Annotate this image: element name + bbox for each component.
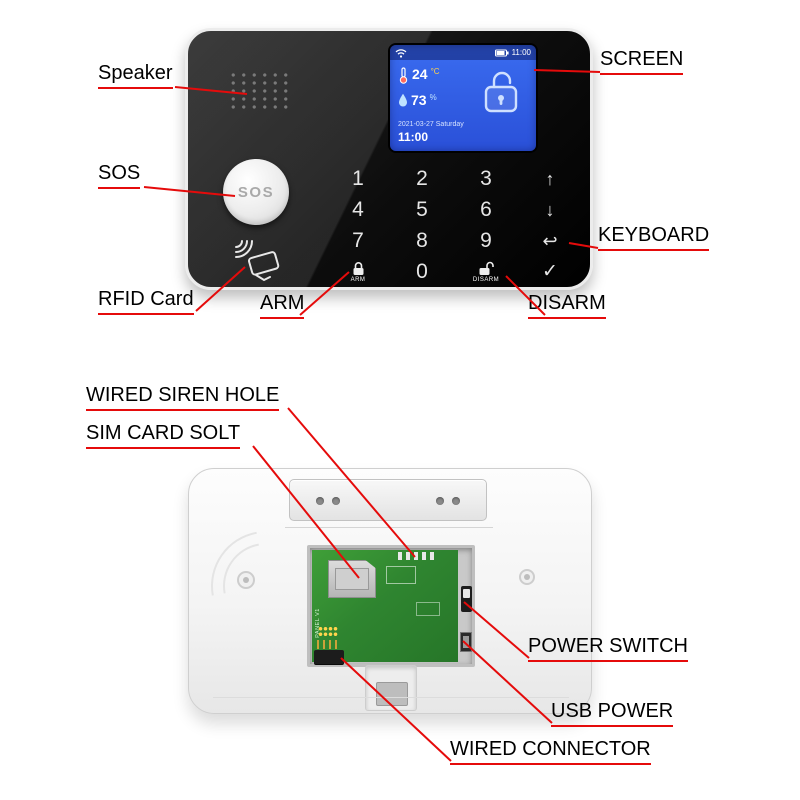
temperature-readout: 24 °C xyxy=(398,67,440,84)
keypad-key-1[interactable]: 1 xyxy=(352,167,364,190)
label-keyboard: KEYBOARD xyxy=(598,224,710,251)
keypad-key-5[interactable]: 5 xyxy=(416,198,428,221)
keypad-key-7[interactable]: 7 xyxy=(352,229,364,252)
screen-clock: 11:00 xyxy=(398,130,429,144)
power-switch[interactable] xyxy=(461,586,472,612)
label-wired-connector: WIRED CONNECTOR xyxy=(450,738,651,765)
humidity-value: 73 xyxy=(411,92,427,108)
cable-notch xyxy=(365,665,417,711)
bracket-hole xyxy=(452,497,460,505)
keypad-key-6[interactable]: 6 xyxy=(480,198,492,221)
screen-date: 2021-03-27 Saturday xyxy=(398,121,464,128)
label-sim-card-slot: SIM CARD SOLT xyxy=(86,422,241,449)
label-sos: SOS xyxy=(98,162,141,189)
battery-icon xyxy=(494,49,509,56)
temperature-unit: °C xyxy=(430,67,440,76)
wired-connector xyxy=(314,640,350,664)
bracket-hole xyxy=(332,497,340,505)
keypad-key-down[interactable]: ↓ xyxy=(545,199,555,220)
humidity-drop-icon xyxy=(399,93,407,107)
lcd-screen: 11:00 24 °C 73 % xyxy=(390,45,536,151)
humidity-readout: 73 % xyxy=(398,93,437,107)
case-seam xyxy=(213,697,569,698)
disarm-key-label: DISARM xyxy=(472,276,500,283)
label-speaker: Speaker xyxy=(98,62,173,89)
alarm-panel-front: 11:00 24 °C 73 % xyxy=(185,28,593,290)
keypad-key-disarm[interactable]: DISARM xyxy=(473,261,499,283)
thermometer-icon xyxy=(399,67,408,84)
keypad-key-confirm[interactable]: ✓ xyxy=(542,261,558,282)
keypad-key-8[interactable]: 8 xyxy=(416,229,428,252)
label-arm: ARM xyxy=(260,292,305,319)
keypad-key-4[interactable]: 4 xyxy=(352,198,364,221)
keypad-key-3[interactable]: 3 xyxy=(480,167,492,190)
lock-icon xyxy=(353,261,363,275)
case-seam xyxy=(285,527,493,528)
screw-post xyxy=(237,571,255,589)
arm-key-label: ARM xyxy=(350,276,366,283)
usb-power-port xyxy=(460,632,472,652)
rfid-reader-icon xyxy=(235,240,280,282)
bracket-hole xyxy=(316,497,324,505)
status-time: 11:00 xyxy=(511,48,531,57)
label-disarm: DISARM xyxy=(528,292,606,319)
speaker-grille xyxy=(228,71,290,111)
pcb-silkscreen xyxy=(386,566,416,584)
keypad-key-2[interactable]: 2 xyxy=(416,167,428,190)
temperature-value: 24 xyxy=(412,66,428,82)
keypad-key-9[interactable]: 9 xyxy=(480,229,492,252)
sim-card-slot xyxy=(328,560,376,598)
label-rfid-card: RFID Card xyxy=(98,288,194,315)
label-screen: SCREEN xyxy=(600,48,684,75)
sos-button-label: SOS xyxy=(237,183,275,201)
label-wired-siren-hole: WIRED SIREN HOLE xyxy=(86,384,280,411)
keypad-key-arm[interactable]: ARM xyxy=(351,261,366,283)
label-usb-power: USB POWER xyxy=(551,700,674,727)
pcb-silkscreen xyxy=(416,602,440,616)
screw-post xyxy=(519,569,535,585)
keypad-key-back[interactable]: ↩ xyxy=(542,230,558,251)
keypad-key-up[interactable]: ↑ xyxy=(545,168,555,189)
disarm-status-icon xyxy=(484,71,518,113)
pin-header xyxy=(318,626,338,637)
keypad-key-0[interactable]: 0 xyxy=(416,260,428,283)
back-compartment-opening: PANEL V1 xyxy=(307,545,475,667)
wifi-icon xyxy=(395,48,407,58)
bracket-hole xyxy=(436,497,444,505)
wall-mount-bracket xyxy=(289,479,487,521)
sos-button[interactable]: SOS xyxy=(223,159,289,225)
wired-siren-terminals xyxy=(398,552,438,560)
humidity-unit: % xyxy=(429,93,437,102)
cable-hole xyxy=(376,682,408,706)
unlock-icon xyxy=(479,261,494,275)
lcd-status-bar: 11:00 xyxy=(390,45,536,60)
sim-card-slot-inner xyxy=(335,568,369,590)
label-power-switch: POWER SWITCH xyxy=(528,635,688,662)
alarm-panel-back: PANEL V1 xyxy=(188,468,592,714)
connector-pins xyxy=(317,640,341,649)
connector-body xyxy=(314,650,344,664)
keypad: 1 2 3 ↑ 4 5 6 ↓ 7 8 9 ↩ ARM 0 xyxy=(326,163,582,287)
